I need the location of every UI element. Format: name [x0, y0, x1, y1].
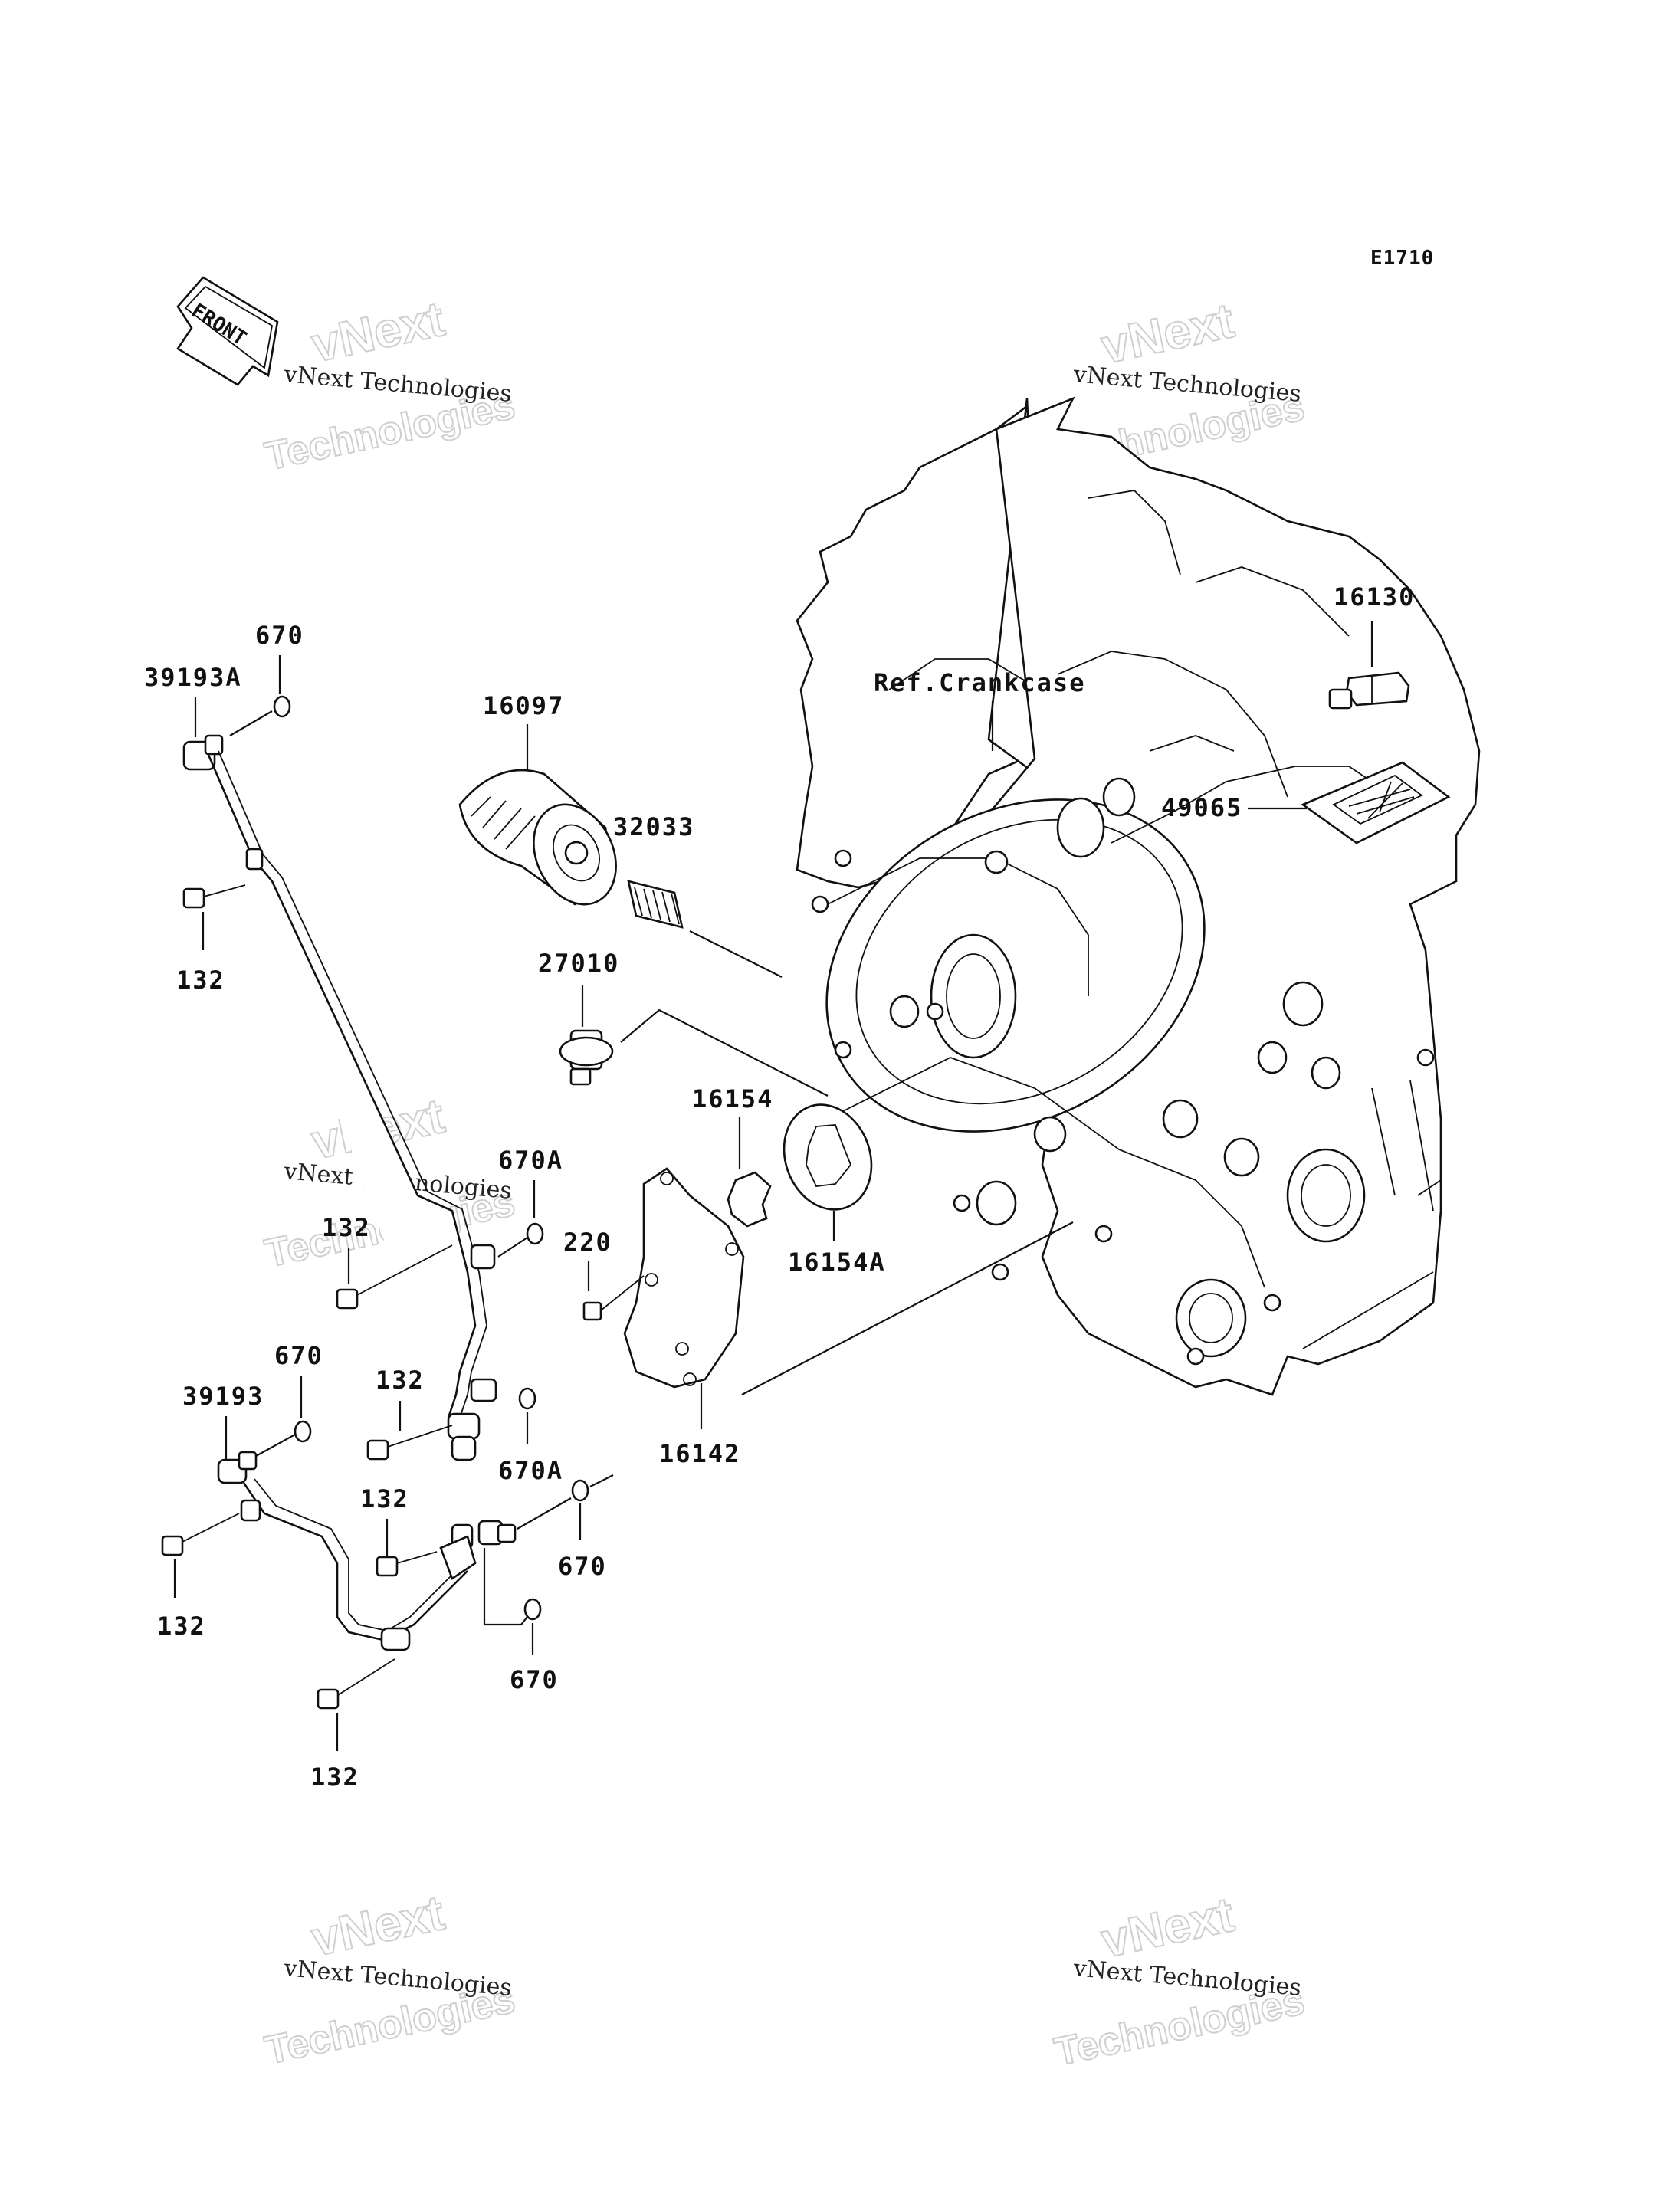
- o-ring-part: [523, 1598, 542, 1621]
- leader-line: [483, 1548, 528, 1626]
- bolt-part: [336, 1244, 453, 1310]
- callout-16142: 16142: [659, 1439, 740, 1468]
- callout-220: 220: [563, 1228, 612, 1257]
- leader-line: [589, 1474, 614, 1487]
- callout-670A-b: 670A: [498, 1456, 563, 1485]
- callout-49065: 49065: [1161, 793, 1242, 822]
- callout-39193: 39193: [182, 1382, 264, 1411]
- crankcase-housing: [796, 396, 1481, 1396]
- callout-132-c: 132: [157, 1612, 206, 1641]
- leader-line: [517, 1497, 572, 1530]
- oil-pressure-fitting-part: [1328, 671, 1410, 710]
- bolt-part: [366, 1425, 453, 1461]
- leader-line: [741, 1221, 1074, 1395]
- callout-16130: 16130: [1334, 582, 1415, 612]
- callout-132-f: 132: [310, 1763, 359, 1792]
- diagram-code: E1710: [1370, 247, 1434, 270]
- watermark-text: vNext Technologies: [282, 1955, 513, 2002]
- o-ring-part: [273, 695, 291, 718]
- callout-32033: 32033: [613, 812, 694, 841]
- bypass-spring-part: [627, 880, 684, 929]
- callout-670-c: 670: [510, 1665, 559, 1694]
- watermark-text: vNext Technologies: [282, 361, 513, 408]
- callout-39193A: 39193A: [144, 663, 242, 692]
- o-ring-part: [518, 1387, 536, 1410]
- o-ring-part: [294, 1420, 312, 1443]
- oil-pipe-lower-part: [217, 1451, 468, 1651]
- pipe-fitting-part: [470, 1244, 496, 1270]
- outer-rotor-part: [783, 1103, 873, 1211]
- watermark-text: vNext Technologies: [1071, 1955, 1302, 2002]
- callout-27010: 27010: [538, 949, 619, 978]
- callout-132-d: 132: [376, 1366, 425, 1395]
- inner-rotor-part: [727, 1171, 772, 1228]
- callout-16154A: 16154A: [788, 1248, 886, 1277]
- oil-pressure-switch-part: [559, 1029, 614, 1086]
- pipe-union-part: [439, 1520, 517, 1580]
- callout-132-a: 132: [176, 966, 225, 995]
- bolt-part: [161, 1513, 240, 1556]
- watermark-big-1: vNext: [307, 291, 448, 373]
- leader-line: [229, 710, 273, 736]
- watermark-big-1: vNext: [1097, 1887, 1239, 1969]
- callout-132-e: 132: [360, 1484, 409, 1513]
- bolt-part: [376, 1551, 438, 1577]
- callout-670-mid: 670: [274, 1341, 323, 1370]
- bolt-part: [582, 1275, 645, 1321]
- pump-cover-part: [623, 1167, 745, 1389]
- watermark-big-1: vNext: [307, 1885, 448, 1967]
- bolt-part: [317, 1658, 395, 1710]
- oil-screen-part: [1301, 761, 1451, 844]
- callout-670A-a: 670A: [498, 1146, 563, 1175]
- bolt-part: [182, 884, 246, 909]
- leader-line: [689, 930, 783, 978]
- leader-line: [620, 1008, 829, 1097]
- oil-filter-part: [458, 769, 617, 906]
- watermark-big-1: vNext: [1097, 293, 1239, 375]
- oil-pipe-upper-part: [182, 734, 487, 1418]
- o-ring-part: [571, 1479, 589, 1502]
- pipe-elbow-part: [447, 1378, 497, 1461]
- o-ring-part: [526, 1222, 544, 1245]
- watermark-text: vNext Technologies: [1071, 361, 1302, 408]
- front-arrow-icon: FRONT: [176, 276, 279, 386]
- callout-670-b: 670: [558, 1552, 607, 1581]
- callout-670-top: 670: [255, 621, 304, 650]
- reference-label: Ref.Crankcase: [874, 668, 1085, 697]
- callout-16097: 16097: [483, 691, 564, 720]
- callout-132-b: 132: [322, 1213, 371, 1242]
- leader-line: [497, 1237, 528, 1258]
- callout-16154: 16154: [692, 1084, 773, 1113]
